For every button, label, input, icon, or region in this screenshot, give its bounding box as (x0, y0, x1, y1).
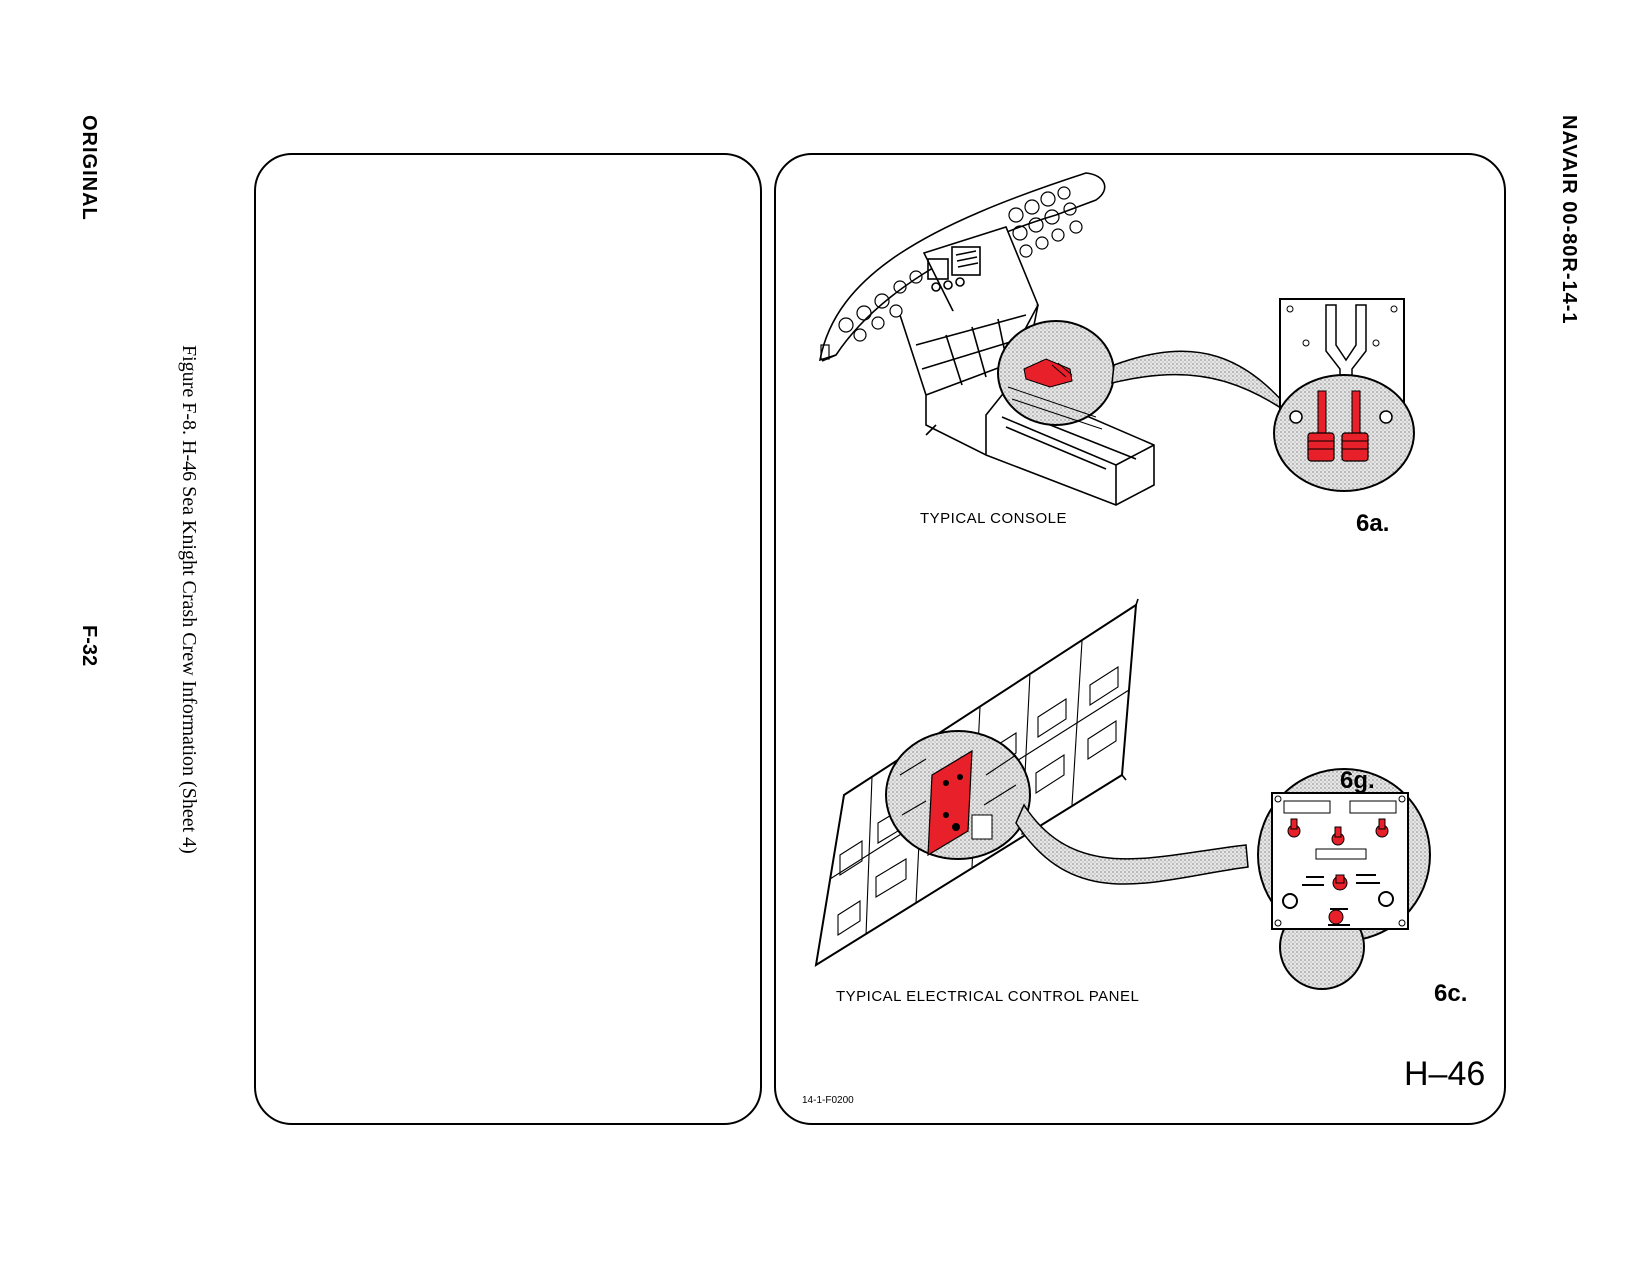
callout-6c: 6c. (1434, 980, 1468, 1007)
throttle-detail-6a (1273, 298, 1415, 492)
electrical-panel-label: TYPICAL ELECTRICAL CONTROL PANEL (836, 988, 1140, 1005)
switch-detail-6g-6c (1257, 768, 1431, 990)
drawing-code: 14-1-F0200 (802, 1095, 854, 1106)
page-number: F-32 (78, 625, 100, 667)
instrument-gauges-left (820, 270, 923, 360)
callout-6g: 6g. (1340, 767, 1375, 794)
aircraft-designation: H–46 (1404, 1055, 1486, 1093)
callout-6a: 6a. (1356, 510, 1390, 537)
console-label: TYPICAL CONSOLE (920, 510, 1067, 527)
document-id: NAVAIR 00-80R-14-1 (1558, 115, 1580, 325)
illustration-panel: TYPICAL CONSOLE 6a. 6g. 6c. TYPICAL ELEC… (774, 153, 1506, 1125)
instrument-gauges-right (1008, 186, 1083, 258)
console-highlight (1023, 358, 1073, 388)
figure-caption: Figure F-8. H-46 Sea Knight Crash Crew I… (178, 345, 200, 854)
left-blank-panel (254, 153, 762, 1125)
panel-highlight (899, 749, 1017, 857)
original-label: ORIGINAL (78, 115, 100, 221)
crash-crew-illustration (814, 172, 1431, 990)
console-drawing (818, 172, 1155, 506)
panel-connector-band (1015, 803, 1249, 885)
